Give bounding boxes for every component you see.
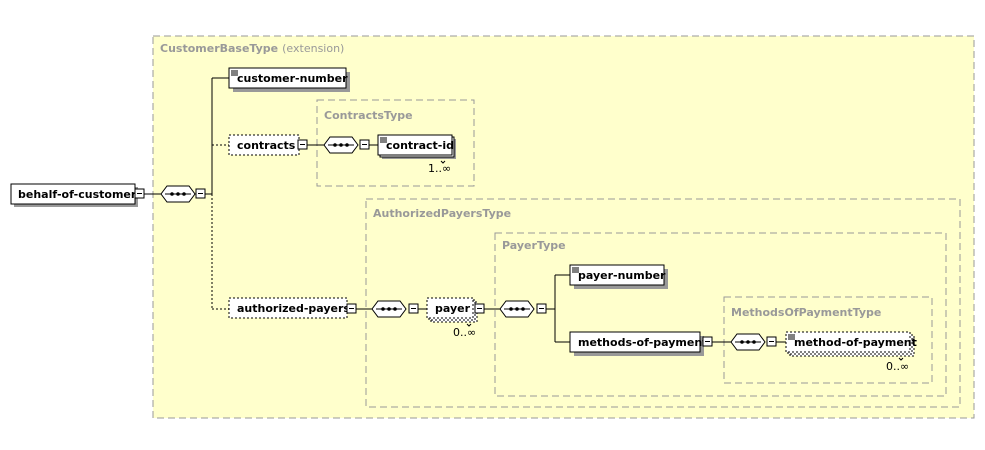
sequence-compositor[interactable] xyxy=(499,300,535,318)
sequence-compositor[interactable] xyxy=(371,300,407,318)
cardinality-contract-id: 1..∞ xyxy=(428,162,451,175)
element-authorized-payers[interactable]: authorized-payers xyxy=(228,297,350,319)
payer-type-name: PayerType xyxy=(502,239,566,252)
element-method-of-payment[interactable]: method-of-payment xyxy=(785,331,917,361)
element-methods-of-payment[interactable]: methods-of-payment xyxy=(569,331,707,356)
collapse-toggle[interactable] xyxy=(134,188,145,199)
collapse-toggle[interactable] xyxy=(346,303,357,314)
collapse-toggle[interactable] xyxy=(359,139,370,150)
customer-base-type-suffix: (extension) xyxy=(282,42,344,55)
element-label: methods-of-payment xyxy=(578,336,707,349)
collapse-toggle[interactable] xyxy=(702,336,713,347)
contracts-type-name: ContractsType xyxy=(324,109,413,122)
element-contract-id[interactable]: contract-id xyxy=(377,134,456,164)
text-content-icon xyxy=(231,70,238,76)
customer-base-type-box: CustomerBaseType (extension) xyxy=(152,35,975,419)
customer-base-type-name: CustomerBaseType xyxy=(160,42,278,55)
collapse-toggle[interactable] xyxy=(195,188,206,199)
connector-lines xyxy=(144,77,786,343)
element-customer-number[interactable]: customer-number xyxy=(228,67,350,92)
sequence-compositor[interactable] xyxy=(730,333,766,351)
element-payer-number[interactable]: payer-number xyxy=(569,264,668,289)
text-content-icon xyxy=(380,137,387,143)
element-label: payer xyxy=(435,302,471,315)
element-label: payer-number xyxy=(578,269,666,282)
collapse-toggle[interactable] xyxy=(536,303,547,314)
element-label: customer-number xyxy=(237,72,348,85)
element-contracts[interactable]: contracts xyxy=(228,134,300,156)
element-label: contract-id xyxy=(386,139,454,152)
element-label: contracts xyxy=(237,139,296,152)
element-label: authorized-payers xyxy=(237,302,350,315)
text-content-icon xyxy=(788,334,795,340)
contracts-type-box: ContractsType xyxy=(316,99,475,187)
collapse-toggle[interactable] xyxy=(408,303,419,314)
cardinality-method-of-payment: 0..∞ xyxy=(886,360,909,373)
authorized-payers-type-name: AuthorizedPayersType xyxy=(373,207,511,220)
collapse-toggle[interactable] xyxy=(474,303,485,314)
element-behalf-of-customer[interactable]: behalf-of-customer xyxy=(10,183,138,207)
methods-of-payment-type-box: MethodsOfPaymentType xyxy=(723,296,933,384)
collapse-toggle[interactable] xyxy=(297,139,308,150)
payer-type-box: PayerType xyxy=(494,232,947,397)
svg-text:CustomerBaseType(extension): CustomerBaseType (extension) xyxy=(160,42,344,55)
text-content-icon xyxy=(572,267,579,273)
sequence-compositor[interactable] xyxy=(160,185,196,203)
methods-of-payment-type-name: MethodsOfPaymentType xyxy=(731,306,881,319)
cardinality-payer: 0..∞ xyxy=(453,326,476,339)
element-payer[interactable]: payer xyxy=(426,297,478,327)
element-label: method-of-payment xyxy=(794,336,917,349)
authorized-payers-type-box: AuthorizedPayersType xyxy=(365,198,961,408)
collapse-toggle[interactable] xyxy=(766,336,777,347)
sequence-compositor[interactable] xyxy=(323,136,359,154)
element-label: behalf-of-customer xyxy=(18,188,137,201)
